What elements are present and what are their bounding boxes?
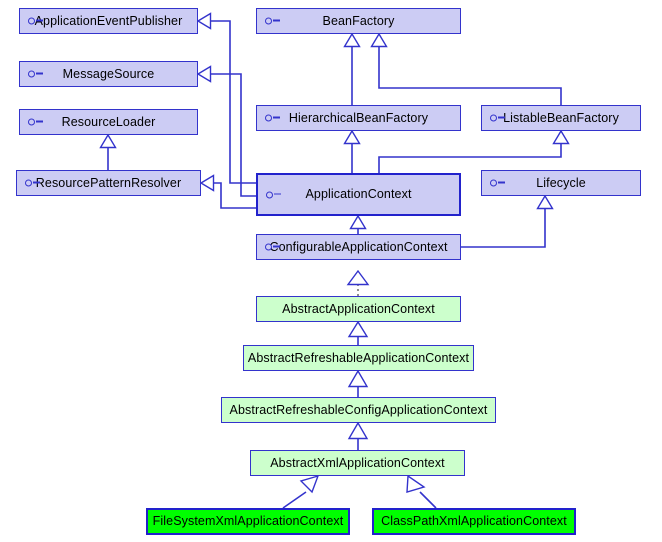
edge-configurableapplicationcontext-to-lifecycle [461, 194, 554, 248]
node-message-source[interactable]: MessageSource [19, 61, 198, 87]
edge-abstractxmlapplicationcontext-to-abstractrefreshableconfigapplicationcontext [347, 421, 369, 450]
node-label: MessageSource [62, 66, 155, 81]
node-label: AbstractXmlApplicationContext [270, 455, 445, 470]
node-application-context[interactable]: ApplicationContext [256, 173, 461, 216]
node-application-event-publisher[interactable]: ApplicationEventPublisher [19, 8, 198, 34]
node-abstract-xml-application-context[interactable]: AbstractXmlApplicationContext [250, 450, 465, 476]
node-label: FileSystemXmlApplicationContext [152, 514, 344, 529]
interface-lollipop-icon [25, 179, 41, 188]
edge-abstractrefreshableapplicationcontext-to-abstractapplicationcontext [347, 320, 369, 345]
interface-lollipop-icon [265, 17, 281, 26]
edge-configurableapplicationcontext-to-applicationcontext [349, 214, 367, 234]
node-label: ClassPathXmlApplicationContext [381, 514, 567, 529]
node-bean-factory[interactable]: BeanFactory [256, 8, 461, 34]
interface-lollipop-icon [490, 179, 506, 188]
edge-applicationcontext-to-listablebeanfactory [378, 129, 570, 173]
node-configurable-application-context[interactable]: ConfigurableApplicationContext [256, 234, 461, 260]
interface-lollipop-icon [265, 114, 281, 123]
edge-resourcepatternresolver-to-resourceloader [99, 133, 117, 170]
node-label: ListableBeanFactory [503, 110, 619, 125]
node-label: AbstractApplicationContext [282, 301, 435, 316]
node-label: ApplicationContext [305, 187, 412, 202]
edge-hierarchicalbeanfactory-to-beanfactory [343, 32, 361, 105]
node-resource-loader[interactable]: ResourceLoader [19, 109, 198, 135]
interface-lollipop-icon [28, 17, 44, 26]
node-abstract-refreshable-application-context[interactable]: AbstractRefreshableApplicationContext [243, 345, 474, 371]
edge-abstractrefreshableconfigapplicationcontext-to-abstractrefreshableapplicationcontext [347, 369, 369, 397]
interface-lollipop-icon [266, 190, 282, 199]
node-abstract-refreshable-config-application-context[interactable]: AbstractRefreshableConfigApplicationCont… [221, 397, 496, 423]
edge-listablebeanfactory-to-beanfactory [370, 32, 562, 105]
node-hierarchical-bean-factory[interactable]: HierarchicalBeanFactory [256, 105, 461, 131]
node-file-system-xml-application-context[interactable]: FileSystemXmlApplicationContext [146, 508, 350, 535]
node-abstract-application-context[interactable]: AbstractApplicationContext [256, 296, 461, 322]
edge-classpathxmlapplicationcontext-to-abstractxmlapplicationcontext [406, 474, 437, 509]
node-label: AbstractRefreshableApplicationContext [247, 350, 470, 365]
edge-abstractapplicationcontext-to-configurableapplicationcontext [346, 269, 370, 296]
interface-lollipop-icon [490, 114, 506, 123]
node-label: ResourceLoader [61, 114, 156, 129]
edge-applicationcontext-to-messagesource [196, 65, 256, 197]
edge-filesystemxmlapplicationcontext-to-abstractxmlapplicationcontext [282, 474, 320, 509]
interface-lollipop-icon [28, 118, 44, 127]
node-class-path-xml-application-context[interactable]: ClassPathXmlApplicationContext [372, 508, 576, 535]
edge-applicationcontext-to-hierarchicalbeanfactory [343, 129, 361, 173]
edge-applicationcontext-to-applicationeventpublisher [196, 12, 256, 184]
node-listable-bean-factory[interactable]: ListableBeanFactory [481, 105, 641, 131]
node-label: Lifecycle [536, 175, 586, 190]
node-label: ResourcePatternResolver [35, 175, 182, 190]
edge-applicationcontext-to-resourcepatternresolver [199, 174, 256, 209]
node-label: HierarchicalBeanFactory [288, 110, 429, 125]
interface-lollipop-icon [28, 70, 44, 79]
node-label: ConfigurableApplicationContext [269, 239, 448, 254]
node-label: BeanFactory [322, 13, 395, 28]
node-lifecycle[interactable]: Lifecycle [481, 170, 641, 196]
interface-lollipop-icon [265, 243, 281, 252]
node-resource-pattern-resolver[interactable]: ResourcePatternResolver [16, 170, 201, 196]
node-label: ApplicationEventPublisher [34, 13, 183, 28]
node-label: AbstractRefreshableConfigApplicationCont… [229, 402, 488, 417]
